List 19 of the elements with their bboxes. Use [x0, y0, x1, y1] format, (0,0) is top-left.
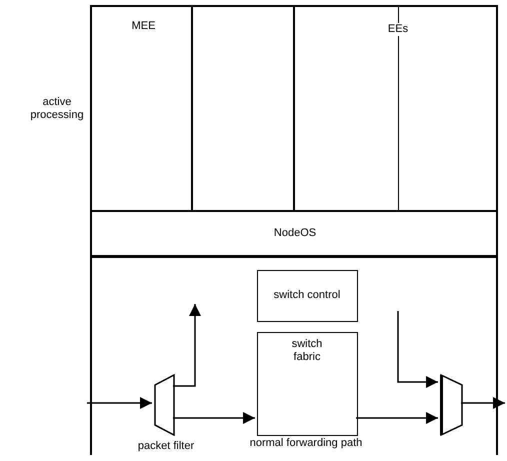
arrow: [173, 304, 201, 387]
arrow: [173, 412, 255, 424]
trapezoid-block: [440, 374, 463, 436]
node-label: packet filter: [136, 440, 196, 453]
layer-band: [90, 210, 498, 257]
side-label: active processing: [29, 96, 85, 122]
node-label: MEE: [130, 20, 156, 33]
node-label: switch control: [272, 289, 342, 302]
path-label: normal forwarding path: [248, 437, 364, 450]
arrow: [87, 397, 152, 409]
process-box: [257, 270, 358, 322]
arrow: [356, 412, 438, 424]
process-box: [257, 332, 358, 436]
region-panel: [90, 255, 498, 455]
node-label: NodeOS: [272, 227, 318, 240]
arrow: [461, 397, 505, 409]
node-label: switch fabric: [290, 338, 324, 364]
arrow: [397, 311, 438, 388]
process-box: [90, 5, 193, 210]
